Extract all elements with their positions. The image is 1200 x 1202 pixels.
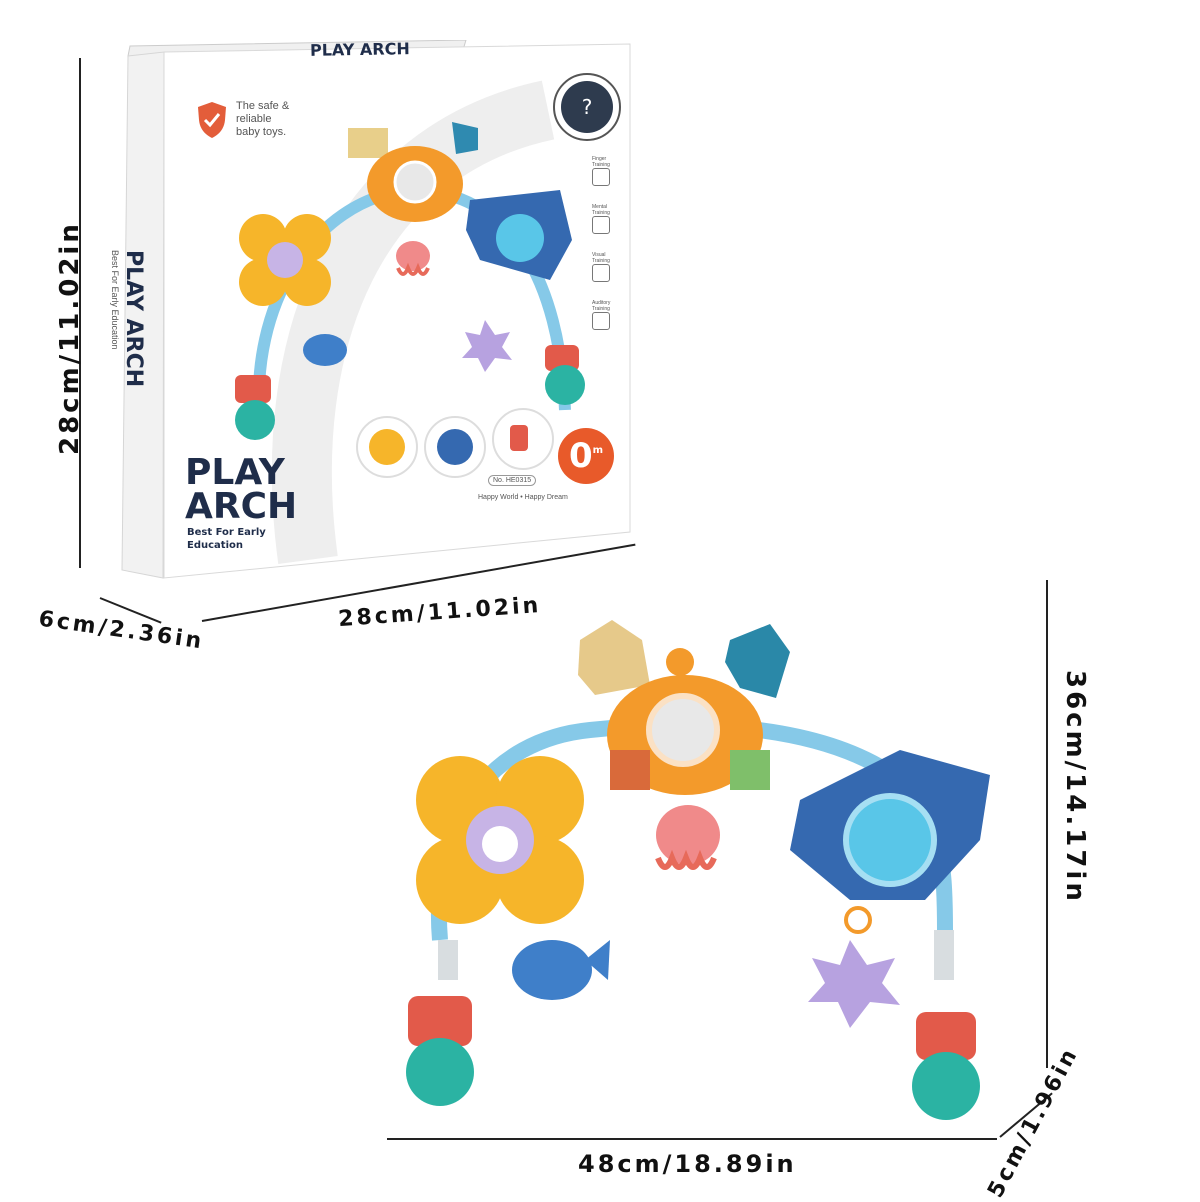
eye-icon bbox=[592, 264, 610, 282]
item-number: No. HE0315 bbox=[488, 475, 537, 486]
training-item: Mental Training bbox=[592, 204, 622, 252]
front-title-line2: ARCH bbox=[185, 486, 298, 527]
safe-line-2: reliable bbox=[236, 113, 272, 125]
toy-height-label: 36cm/14.17in bbox=[1060, 670, 1090, 904]
brain-icon bbox=[592, 216, 610, 234]
box-height-label: 28cm/11.02in bbox=[55, 221, 85, 455]
toy-play-arch bbox=[380, 600, 1020, 1144]
training-item: Visual Training bbox=[592, 252, 622, 300]
ear-icon bbox=[592, 312, 610, 330]
age-badge: 0m bbox=[558, 428, 614, 484]
baby-puzzle-badge: ? bbox=[552, 72, 622, 146]
training-label: Auditory Training bbox=[592, 300, 611, 312]
front-title-line1: PLAY bbox=[185, 452, 285, 493]
box-top-title: PLAY ARCH bbox=[309, 39, 410, 60]
age-number: 0 bbox=[568, 436, 593, 476]
age-suffix: m bbox=[592, 445, 604, 456]
training-item: Finger Training bbox=[592, 156, 622, 204]
toy-width-label: 48cm/18.89in bbox=[578, 1150, 797, 1178]
box-height-line bbox=[79, 58, 81, 568]
safe-line-3: baby toys. bbox=[236, 126, 287, 138]
toy-height-line bbox=[1046, 580, 1048, 1068]
finger-icon bbox=[592, 168, 610, 186]
svg-text:?: ? bbox=[582, 95, 593, 119]
feature-circles bbox=[355, 405, 555, 489]
safe-text: The safe & reliable baby toys. bbox=[236, 100, 289, 139]
box-toy-illustration bbox=[220, 110, 590, 454]
training-item: Auditory Training bbox=[592, 300, 622, 348]
box-depth-label: 6cm/2.36in bbox=[37, 606, 206, 655]
box-side-title: PLAY ARCH bbox=[121, 250, 146, 388]
training-label: Finger Training bbox=[592, 156, 610, 168]
safe-line-1: The safe & bbox=[236, 100, 290, 112]
training-label: Visual Training bbox=[592, 252, 610, 264]
training-list: Finger Training Mental Training Visual T… bbox=[592, 156, 622, 348]
front-subtitle-line2: Education bbox=[187, 540, 243, 551]
safe-shield-icon bbox=[194, 100, 230, 144]
toy-width-line bbox=[387, 1138, 997, 1140]
training-label: Mental Training bbox=[592, 204, 610, 216]
box-side-subtitle: Best For Early Education bbox=[110, 250, 120, 350]
front-subtitle-line1: Best For Early bbox=[187, 527, 266, 538]
box-footer: Happy World • Happy Dream bbox=[478, 494, 568, 501]
